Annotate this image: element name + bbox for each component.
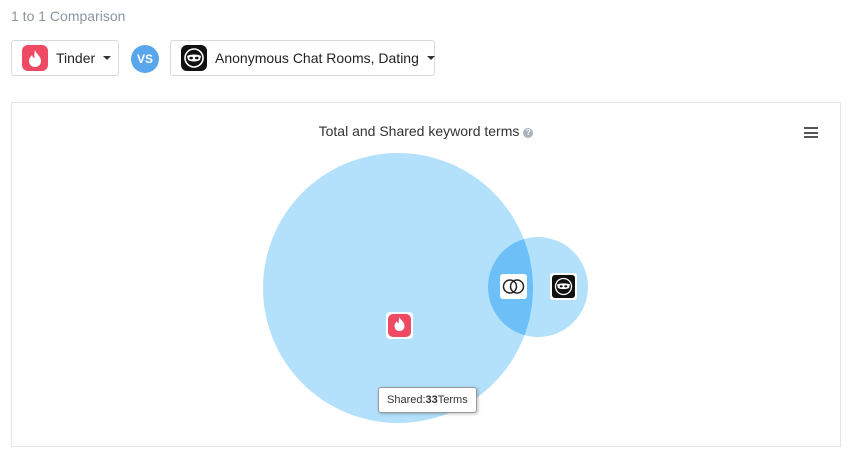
overlap-circles-icon (500, 274, 527, 299)
menu-line (804, 127, 818, 129)
menu-line (804, 131, 818, 134)
app-selector-label: Tinder (56, 50, 96, 66)
chart-title: Total and Shared keyword terms? (12, 123, 840, 139)
tinder-flame-icon (22, 45, 48, 71)
hamburger-menu-icon[interactable] (804, 127, 818, 138)
chart-title-text: Total and Shared keyword terms (318, 123, 520, 139)
tinder-flame-icon (386, 312, 413, 339)
app-selector-anonymous-chat[interactable]: Anonymous Chat Rooms, Dating (170, 40, 435, 76)
anonymous-chat-mask-icon (550, 273, 577, 300)
tooltip-suffix: Terms (437, 394, 468, 406)
chevron-down-icon (426, 56, 435, 60)
app-selector-tinder[interactable]: Tinder (11, 40, 119, 76)
shared-terms-tooltip: Shared:33 Terms (378, 387, 477, 413)
app-selector-label: Anonymous Chat Rooms, Dating (215, 50, 419, 66)
vs-badge: VS (131, 45, 159, 73)
page-heading: 1 to 1 Comparison (11, 8, 126, 24)
venn-set-tinder[interactable] (263, 153, 533, 423)
venn-intersection[interactable] (488, 237, 588, 337)
tooltip-prefix: Shared: (387, 394, 426, 406)
chevron-down-icon (103, 56, 112, 60)
anonymous-chat-mask-icon (181, 45, 207, 71)
question-mark-icon[interactable]: ? (523, 128, 534, 138)
tooltip-value: 33 (425, 394, 438, 406)
menu-line (804, 136, 818, 138)
venn-diagram (263, 153, 588, 423)
